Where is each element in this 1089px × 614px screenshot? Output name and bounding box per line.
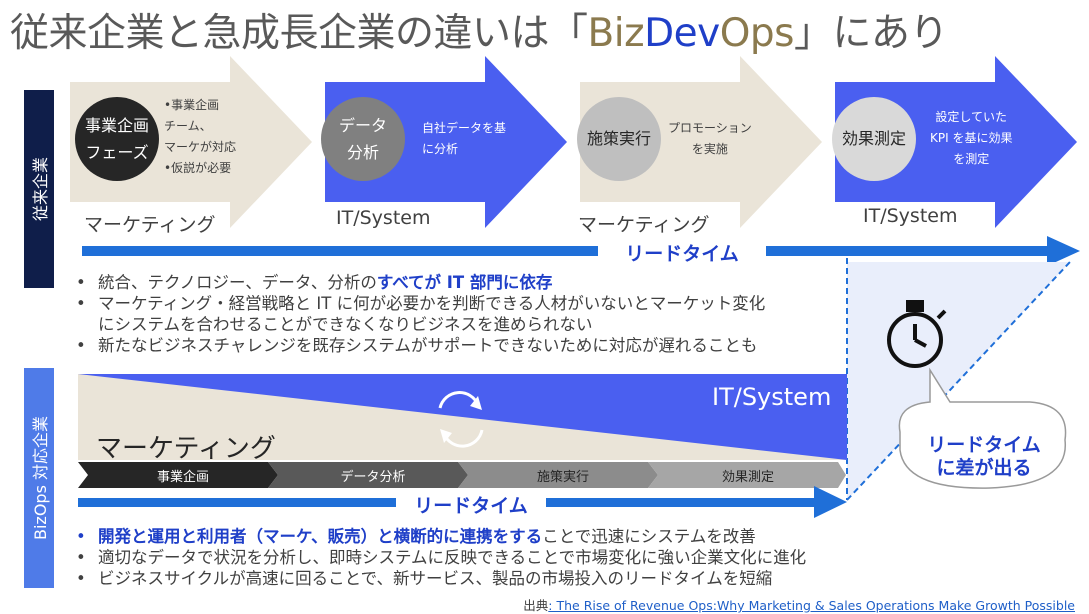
bizops-it-triangle bbox=[78, 374, 847, 460]
bizops-bullet-2: 適切なデータで状況を分析し、即時システムに反映できることで市場変化に強い企業文化… bbox=[72, 547, 806, 568]
chevron-label-3: 施策実行 bbox=[536, 469, 589, 485]
lane-label-3: マーケティング bbox=[578, 214, 710, 236]
cycle-arrows-icon bbox=[438, 391, 484, 448]
lead-time-arrowhead-traditional bbox=[1047, 236, 1080, 266]
lead-time-bar-traditional bbox=[82, 246, 1047, 256]
bizops-bullet-3: ビジネスサイクルが高速に回ることで、新サービス、製品の市場投入のリードタイムを短… bbox=[72, 568, 806, 589]
traditional-bullets: 統合、テクノロジー、データ、分析のすべてが IT 部門に依存 マーケティング・経… bbox=[72, 272, 765, 356]
bizops-bullets: 開発と運用と利用者（マーケ、販売）と横断的に連携をすることで迅速にシステムを改善… bbox=[72, 526, 806, 589]
stage-circle-1: 事業企画 フェーズ bbox=[75, 97, 159, 181]
chevron-2 bbox=[268, 462, 468, 488]
traditional-bullet-2-continued: にシステムを合わせることができなくなりビジネスを進められない bbox=[98, 315, 593, 334]
lead-time-label-traditional: リードタイム bbox=[598, 240, 766, 268]
lead-time-label-bizops: リードタイム bbox=[396, 493, 546, 519]
chevron-label-2: データ分析 bbox=[340, 469, 406, 485]
traditional-bullet-1: 統合、テクノロジー、データ、分析のすべてが IT 部門に依存 bbox=[72, 272, 765, 293]
bizops-marketing-label: マーケティング bbox=[96, 434, 276, 464]
bizops-bullet-1: 開発と運用と利用者（マーケ、販売）と横断的に連携をすることで迅速にシステムを改善 bbox=[72, 526, 806, 547]
stage-desc-3: プロモーション を実施 bbox=[668, 121, 752, 156]
stage-circle-2: データ 分析 bbox=[321, 97, 405, 181]
stage-arrow-2 bbox=[325, 56, 567, 228]
dashed-diagonal bbox=[846, 261, 1071, 501]
lead-time-arrowhead-bizops bbox=[814, 486, 847, 518]
chevron-label-1: 事業企画 bbox=[156, 469, 209, 485]
chevron-1 bbox=[78, 462, 278, 488]
traditional-bullet-3: 新たなビジネスチャレンジを既存システムがサポートできないために対応が遅れることも bbox=[72, 335, 765, 356]
source-citation: 出典: The Rise of Revenue Ops:Why Marketin… bbox=[523, 598, 1075, 613]
stage-circle-3: 施策実行 bbox=[577, 97, 661, 181]
traditional-sidebar: 従来企業 bbox=[24, 90, 54, 288]
chevron-4 bbox=[648, 462, 846, 488]
lane-label-2: IT/System bbox=[336, 207, 431, 229]
callout-bubble bbox=[898, 367, 1067, 489]
page-title: 従来企業と急成長企業の違いは「BizDevOps」にあり bbox=[10, 11, 948, 56]
stage-desc-1: •事業企画 チーム、 マーケが対応 •仮説が必要 bbox=[164, 98, 237, 175]
bizops-it-label: IT/System bbox=[712, 383, 832, 411]
lane-label-1: マーケティング bbox=[84, 214, 216, 236]
stage-arrow-3 bbox=[580, 56, 822, 228]
stage-desc-4: 設定していた KPI を基に効果 を測定 bbox=[930, 110, 1013, 166]
callout-text: リードタイム に差が出る bbox=[927, 434, 1041, 479]
stage-arrow-4 bbox=[835, 56, 1077, 228]
chevron-3 bbox=[458, 462, 658, 488]
lane-label-4: IT/System bbox=[863, 205, 958, 227]
chevron-label-4: 効果測定 bbox=[721, 469, 774, 485]
stopwatch-icon bbox=[887, 300, 947, 368]
stage-circle-4: 効果測定 bbox=[832, 97, 916, 181]
stage-desc-2: 自社データを基 に分析 bbox=[422, 121, 507, 156]
bizops-sidebar: BizOps 対応企業 bbox=[24, 368, 54, 588]
source-link[interactable]: : The Rise of Revenue Ops:Why Marketing … bbox=[548, 598, 1075, 613]
traditional-bullet-2: マーケティング・経営戦略と IT に何が必要かを判断できる人材がいないとマーケッ… bbox=[72, 293, 765, 314]
